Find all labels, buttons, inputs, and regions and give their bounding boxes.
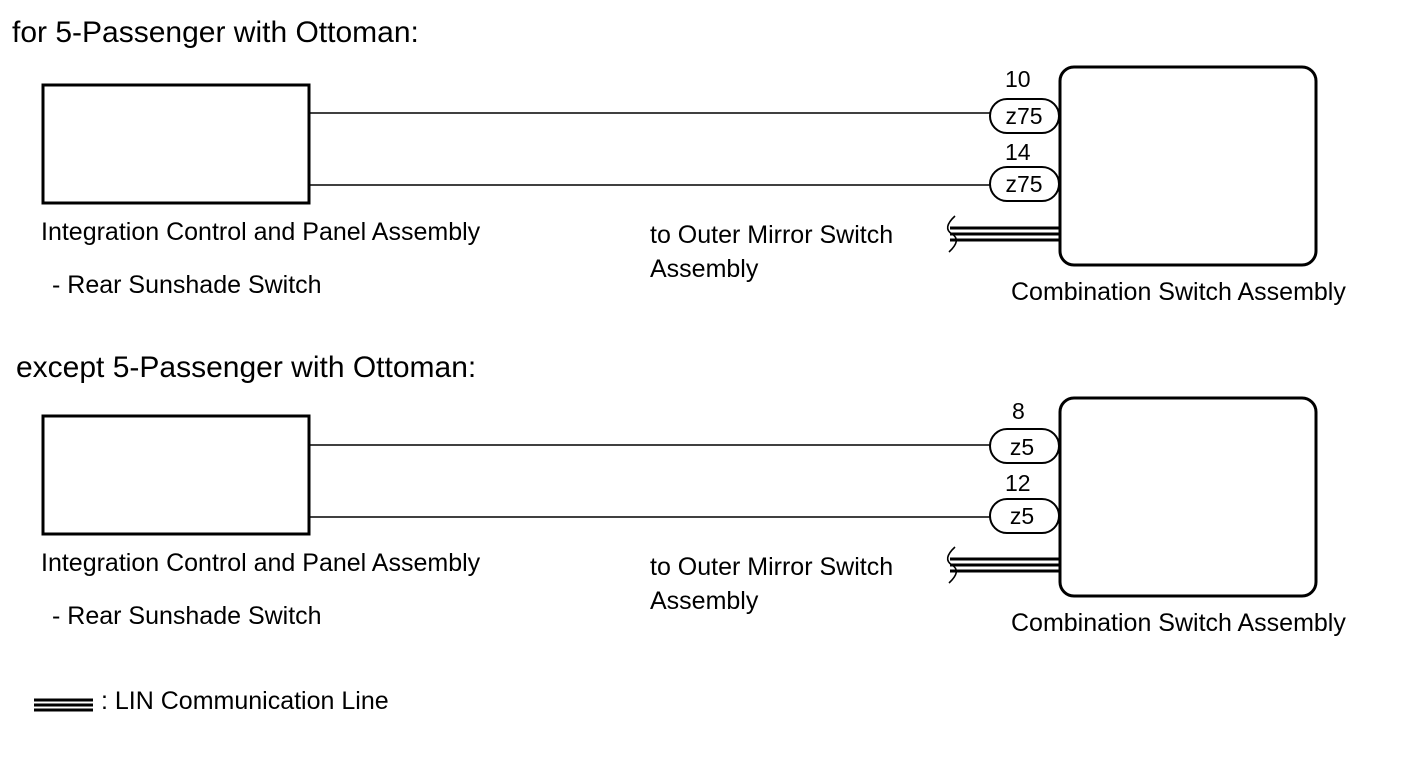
section-except-5-passenger: except 5-Passenger with Ottoman: 8 z5 12… <box>16 351 1346 637</box>
legend-text: : LIN Communication Line <box>101 687 389 715</box>
component-name: Integration Control and Panel Assembly <box>41 549 481 577</box>
pin-number: 8 <box>1012 398 1025 424</box>
triple-line-icon <box>34 698 93 712</box>
component-name: Combination Switch Assembly <box>1011 609 1346 637</box>
lin-note-line1: to Outer Mirror Switch <box>650 221 893 249</box>
component-sub-name: - Rear Sunshade Switch <box>52 271 322 299</box>
connector-code: z75 <box>1005 103 1042 129</box>
pin-number: 10 <box>1005 66 1031 92</box>
legend: : LIN Communication Line <box>34 687 389 715</box>
integration-control-box <box>41 83 311 205</box>
pin-number: 12 <box>1005 470 1031 496</box>
combination-switch-box <box>1058 65 1318 267</box>
lin-note-line2: Assembly <box>650 255 759 283</box>
lin-line <box>946 215 1060 253</box>
pin-number: 14 <box>1005 139 1031 165</box>
lin-note-line1: to Outer Mirror Switch <box>650 553 893 581</box>
section-heading: except 5-Passenger with Ottoman: <box>16 351 476 384</box>
lin-line <box>946 546 1060 584</box>
connector-oval <box>989 166 1060 202</box>
connector-code: z5 <box>1010 434 1034 460</box>
section-for-5-passenger: for 5-Passenger with Ottoman: 10 z75 14 … <box>12 16 1346 306</box>
connector-code: z5 <box>1010 503 1034 529</box>
component-sub-name: - Rear Sunshade Switch <box>52 602 322 630</box>
connector-oval <box>989 428 1060 464</box>
connector-oval <box>989 498 1060 534</box>
integration-control-box <box>41 414 311 536</box>
lin-note-line2: Assembly <box>650 587 759 615</box>
component-name: Integration Control and Panel Assembly <box>41 218 481 246</box>
connector-code: z75 <box>1005 171 1042 197</box>
connector-oval <box>989 98 1060 134</box>
combination-switch-box <box>1058 396 1318 598</box>
component-name: Combination Switch Assembly <box>1011 278 1346 306</box>
section-heading: for 5-Passenger with Ottoman: <box>12 16 419 49</box>
